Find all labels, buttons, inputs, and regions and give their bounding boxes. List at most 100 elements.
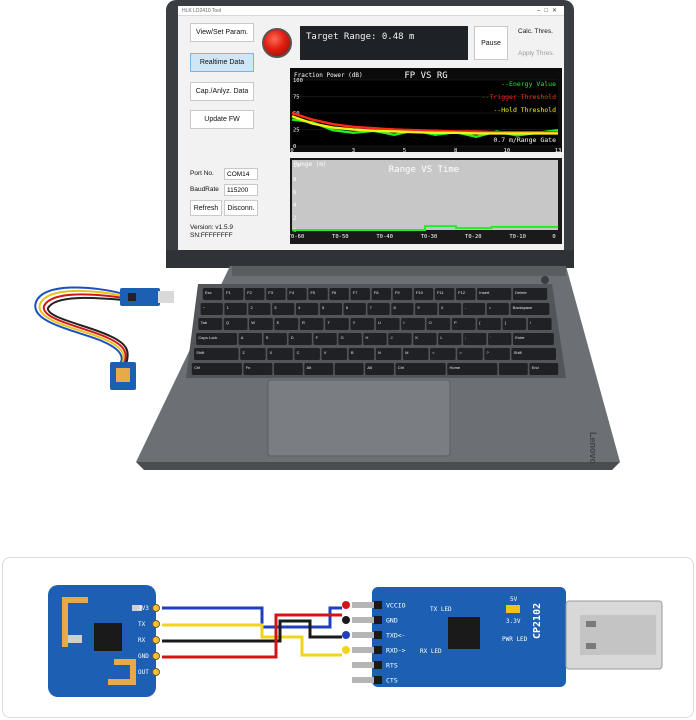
keyboard-key[interactable] — [198, 318, 223, 330]
keyboard-key[interactable] — [308, 288, 328, 300]
keyboard-key[interactable] — [457, 348, 483, 360]
keyboard-key[interactable] — [477, 318, 501, 330]
keyboard-key[interactable] — [512, 333, 554, 345]
keyboard-key[interactable] — [434, 288, 455, 300]
keyboard-key[interactable] — [438, 333, 462, 345]
baud-label: BaudRate — [190, 186, 219, 193]
keyboard-key[interactable] — [402, 348, 429, 360]
keyboard-key[interactable] — [512, 288, 548, 300]
realtime-data-button[interactable]: Realtime Data — [190, 53, 254, 72]
keyboard-key[interactable] — [287, 288, 307, 300]
keyboard-key[interactable] — [238, 333, 262, 345]
keyboard-key[interactable] — [371, 288, 392, 300]
keyboard-key[interactable] — [350, 318, 375, 330]
keyboard-key[interactable] — [451, 318, 476, 330]
keyboard-key[interactable] — [395, 363, 446, 375]
keyboard-key[interactable] — [202, 288, 223, 300]
keyboard-key[interactable] — [413, 288, 434, 300]
refresh-button[interactable]: Refresh — [190, 200, 222, 216]
keyboard-key[interactable] — [455, 288, 476, 300]
keyboard-key[interactable] — [248, 303, 271, 315]
keyboard-key[interactable] — [527, 318, 552, 330]
keyboard-key[interactable] — [200, 303, 223, 315]
keyboard-key[interactable] — [319, 303, 343, 315]
baud-select[interactable]: 115200 — [224, 184, 258, 196]
keyboard-key[interactable] — [223, 288, 244, 300]
rt-ytick-label: 4 — [293, 203, 297, 209]
keyboard-key[interactable] — [350, 288, 370, 300]
key-label: ~ — [203, 305, 206, 310]
keyboard-key[interactable] — [392, 288, 413, 300]
window-title: HLK LD2410 Tool — [182, 8, 222, 14]
keyboard-key[interactable] — [243, 363, 273, 375]
view-set-param-button[interactable]: View/Set Param. — [190, 23, 254, 42]
keyboard-key[interactable] — [375, 348, 402, 360]
keyboard-key[interactable] — [244, 288, 265, 300]
keyboard-key[interactable] — [194, 348, 239, 360]
keyboard-key[interactable] — [240, 348, 266, 360]
keyboard-key[interactable] — [447, 363, 498, 375]
keyboard-key[interactable] — [488, 333, 512, 345]
keyboard-key[interactable] — [267, 348, 293, 360]
keyboard-key[interactable] — [365, 363, 394, 375]
keyboard-key[interactable] — [191, 363, 242, 375]
keyboard-key[interactable] — [438, 303, 462, 315]
keyboard-key[interactable] — [415, 303, 438, 315]
keyboard-key[interactable] — [224, 303, 247, 315]
keyboard-key[interactable] — [196, 333, 238, 345]
keyboard-key[interactable] — [486, 303, 509, 315]
keyboard-key[interactable] — [321, 348, 348, 360]
window-controls[interactable]: –□✕ — [537, 8, 561, 14]
apply-thres-button[interactable]: Apply Thres. — [518, 50, 555, 57]
keyboard-key[interactable] — [288, 333, 312, 345]
port-select[interactable]: COM14 — [224, 168, 258, 180]
keyboard-key[interactable] — [304, 363, 334, 375]
power-button[interactable] — [541, 276, 549, 284]
keyboard-key[interactable] — [498, 363, 528, 375]
pause-button[interactable]: Pause — [474, 26, 508, 60]
keyboard-key[interactable] — [263, 333, 287, 345]
keyboard-key[interactable] — [348, 348, 375, 360]
keyboard-key[interactable] — [266, 288, 286, 300]
keyboard-key[interactable] — [329, 288, 349, 300]
keyboard-key[interactable] — [295, 303, 319, 315]
usb-pin-label: GND — [386, 617, 398, 625]
keyboard-key[interactable] — [462, 303, 486, 315]
keyboard-key[interactable] — [272, 303, 295, 315]
keyboard-key[interactable] — [299, 318, 324, 330]
keyboard-key[interactable] — [401, 318, 425, 330]
keyboard-key[interactable] — [367, 303, 390, 315]
capture-analyze-button[interactable]: Cap./Anlyz. Data — [190, 82, 254, 101]
keyboard-key[interactable] — [313, 333, 337, 345]
keyboard-key[interactable] — [334, 363, 364, 375]
keyboard-key[interactable] — [375, 318, 400, 330]
keyboard-key[interactable] — [510, 303, 550, 315]
keyboard-key[interactable] — [477, 288, 512, 300]
update-fw-button[interactable]: Update FW — [190, 110, 254, 129]
keyboard-key[interactable] — [502, 318, 527, 330]
disconnect-button[interactable]: Disconn. — [224, 200, 258, 216]
keyboard-key[interactable] — [388, 333, 412, 345]
keyboard-key[interactable] — [463, 333, 487, 345]
keyboard-key[interactable] — [325, 318, 349, 330]
keyboard-key[interactable] — [273, 363, 303, 375]
keyboard-key[interactable] — [294, 348, 320, 360]
keyboard-key[interactable] — [249, 318, 273, 330]
keyboard-key[interactable] — [426, 318, 451, 330]
keyboard-key[interactable] — [529, 363, 559, 375]
keyboard-key[interactable] — [391, 303, 414, 315]
key-label: T — [327, 320, 330, 325]
keyboard-key[interactable] — [343, 303, 366, 315]
keyboard-key[interactable] — [484, 348, 510, 360]
keyboard-key[interactable] — [274, 318, 299, 330]
calc-thres-button[interactable]: Calc. Thres. — [518, 28, 553, 35]
keyboard-key[interactable] — [223, 318, 248, 330]
keyboard-key[interactable] — [413, 333, 437, 345]
keyboard-key[interactable] — [430, 348, 456, 360]
keyboard-key[interactable] — [363, 333, 387, 345]
keyboard-key[interactable] — [511, 348, 556, 360]
keyboard-key[interactable] — [338, 333, 362, 345]
trackpad[interactable] — [267, 379, 451, 457]
